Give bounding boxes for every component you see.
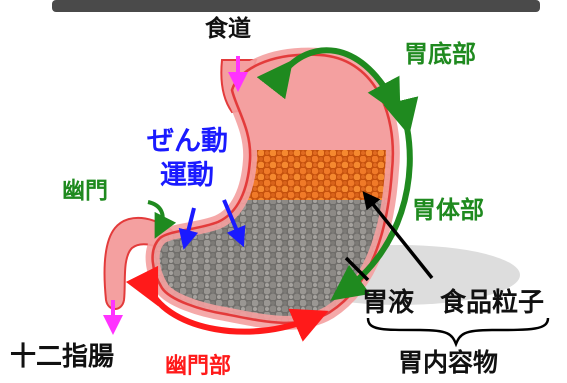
fundus-label: 胃底部: [404, 42, 476, 66]
body-label: 胃体部: [412, 198, 484, 222]
gastric-juice-layer: [140, 200, 400, 330]
peristalsis-label-line1: ぜん動: [147, 128, 228, 155]
esophagus-label: 食道: [205, 18, 251, 41]
gastric-contents-label: 胃内容物: [398, 350, 498, 375]
duodenum-label: 十二指腸: [10, 344, 114, 370]
pyloric-region-label: 幽門部: [165, 356, 231, 378]
pylorus-label: 幽門: [62, 180, 108, 203]
contents-brace: [368, 318, 548, 344]
gastric-juice-label: 胃液: [362, 290, 414, 316]
peristalsis-label-line2: 運動: [160, 162, 214, 189]
food-particles-label: 食品粒子: [440, 290, 544, 316]
top-banner: [52, 0, 540, 12]
